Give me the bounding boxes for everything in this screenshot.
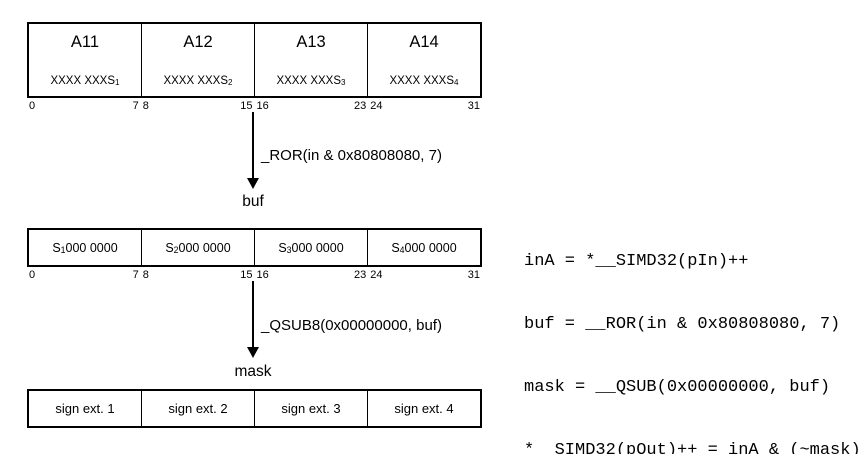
code-line: mask = __QSUB(0x00000000, buf) bbox=[524, 378, 831, 397]
register-cell: A13 XXXX XXXS3 bbox=[255, 24, 368, 96]
register-cell: S2000 0000 bbox=[142, 230, 255, 265]
arrow-down-icon bbox=[247, 112, 259, 189]
register-cell: sign ext. 1 bbox=[29, 391, 142, 426]
bit-index-label: 7 bbox=[132, 269, 139, 281]
register-cell-bitfield: XXXX XXXS4 bbox=[389, 75, 459, 87]
bit-index-label: 24 bbox=[370, 100, 383, 112]
sign-ext-cell: sign ext. 2 bbox=[168, 401, 228, 416]
register-cell: sign ext. 3 bbox=[255, 391, 368, 426]
register-cell: A12 XXXX XXXS2 bbox=[142, 24, 255, 96]
intrinsics-code-block: inA = *__SIMD32(pIn)++ buf = __ROR(in & … bbox=[524, 209, 861, 454]
bit-index-label: 23 bbox=[354, 100, 367, 112]
register-cell-bitfield: XXXX XXXS3 bbox=[276, 75, 346, 87]
buf-cell-value: S2000 0000 bbox=[165, 240, 231, 255]
register-cell: S1000 0000 bbox=[29, 230, 142, 265]
bit-scale-segment: 24 31 bbox=[368, 269, 482, 281]
bit-scale-segment: 16 23 bbox=[255, 269, 369, 281]
bit-scale-top: 0 7 8 15 16 23 24 31 bbox=[27, 100, 482, 112]
bit-index-label: 31 bbox=[467, 269, 480, 281]
bit-scale-segment: 0 7 bbox=[27, 269, 141, 281]
bit-index-label: 8 bbox=[142, 100, 149, 112]
bit-index-label: 0 bbox=[29, 100, 36, 112]
register-cell: A14 XXXX XXXS4 bbox=[368, 24, 480, 96]
register-cell: A11 XXXX XXXS1 bbox=[29, 24, 142, 96]
bit-index-label: 15 bbox=[240, 100, 253, 112]
register-cell-bitfield: XXXX XXXS2 bbox=[163, 75, 233, 87]
input-register-box: A11 XXXX XXXS1 A12 XXXX XXXS2 A13 XXXX X… bbox=[27, 22, 482, 98]
register-cell-bitfield: XXXX XXXS1 bbox=[50, 75, 120, 87]
mask-register-box: sign ext. 1 sign ext. 2 sign ext. 3 sign… bbox=[27, 389, 482, 428]
sign-ext-cell: sign ext. 1 bbox=[55, 401, 115, 416]
bit-scale-segment: 0 7 bbox=[27, 100, 141, 112]
code-line: buf = __ROR(in & 0x80808080, 7) bbox=[524, 315, 841, 334]
buf-cell-value: S1000 0000 bbox=[52, 240, 118, 255]
register-cell-title: A12 bbox=[183, 33, 213, 51]
qsub-operation-label: _QSUB8(0x00000000, buf) bbox=[261, 317, 442, 334]
bit-index-label: 15 bbox=[240, 269, 253, 281]
register-cell: sign ext. 4 bbox=[368, 391, 480, 426]
register-cell-title: A14 bbox=[409, 33, 439, 51]
bit-scale-segment: 8 15 bbox=[141, 269, 255, 281]
buf-register-box: S1000 0000 S2000 0000 S3000 0000 S4000 0… bbox=[27, 228, 482, 267]
bit-index-label: 24 bbox=[370, 269, 383, 281]
bit-index-label: 16 bbox=[256, 100, 269, 112]
arrow-down-icon bbox=[247, 281, 259, 358]
bit-index-label: 0 bbox=[29, 269, 36, 281]
register-cell-title: A11 bbox=[70, 33, 100, 51]
bit-scale-segment: 8 15 bbox=[141, 100, 255, 112]
bit-scale-segment: 24 31 bbox=[368, 100, 482, 112]
register-cell: sign ext. 2 bbox=[142, 391, 255, 426]
sign-ext-cell: sign ext. 3 bbox=[281, 401, 341, 416]
register-cell: S4000 0000 bbox=[368, 230, 480, 265]
mask-label: mask bbox=[234, 363, 272, 380]
buf-label: buf bbox=[242, 193, 264, 210]
bit-index-label: 7 bbox=[132, 100, 139, 112]
buf-cell-value: S3000 0000 bbox=[278, 240, 344, 255]
code-line: *__SIMD32(pOut)++ = inA & (~mask) bbox=[524, 441, 861, 454]
code-line: inA = *__SIMD32(pIn)++ bbox=[524, 252, 749, 271]
bit-index-label: 16 bbox=[256, 269, 269, 281]
bit-scale-segment: 16 23 bbox=[255, 100, 369, 112]
buf-cell-value: S4000 0000 bbox=[391, 240, 457, 255]
sign-ext-cell: sign ext. 4 bbox=[394, 401, 454, 416]
bit-index-label: 23 bbox=[354, 269, 367, 281]
bit-scale-mid: 0 7 8 15 16 23 24 31 bbox=[27, 269, 482, 281]
register-cell: S3000 0000 bbox=[255, 230, 368, 265]
ror-operation-label: _ROR(in & 0x80808080, 7) bbox=[261, 147, 442, 164]
register-cell-title: A13 bbox=[296, 33, 326, 51]
bit-index-label: 8 bbox=[142, 269, 149, 281]
bit-index-label: 31 bbox=[467, 100, 480, 112]
